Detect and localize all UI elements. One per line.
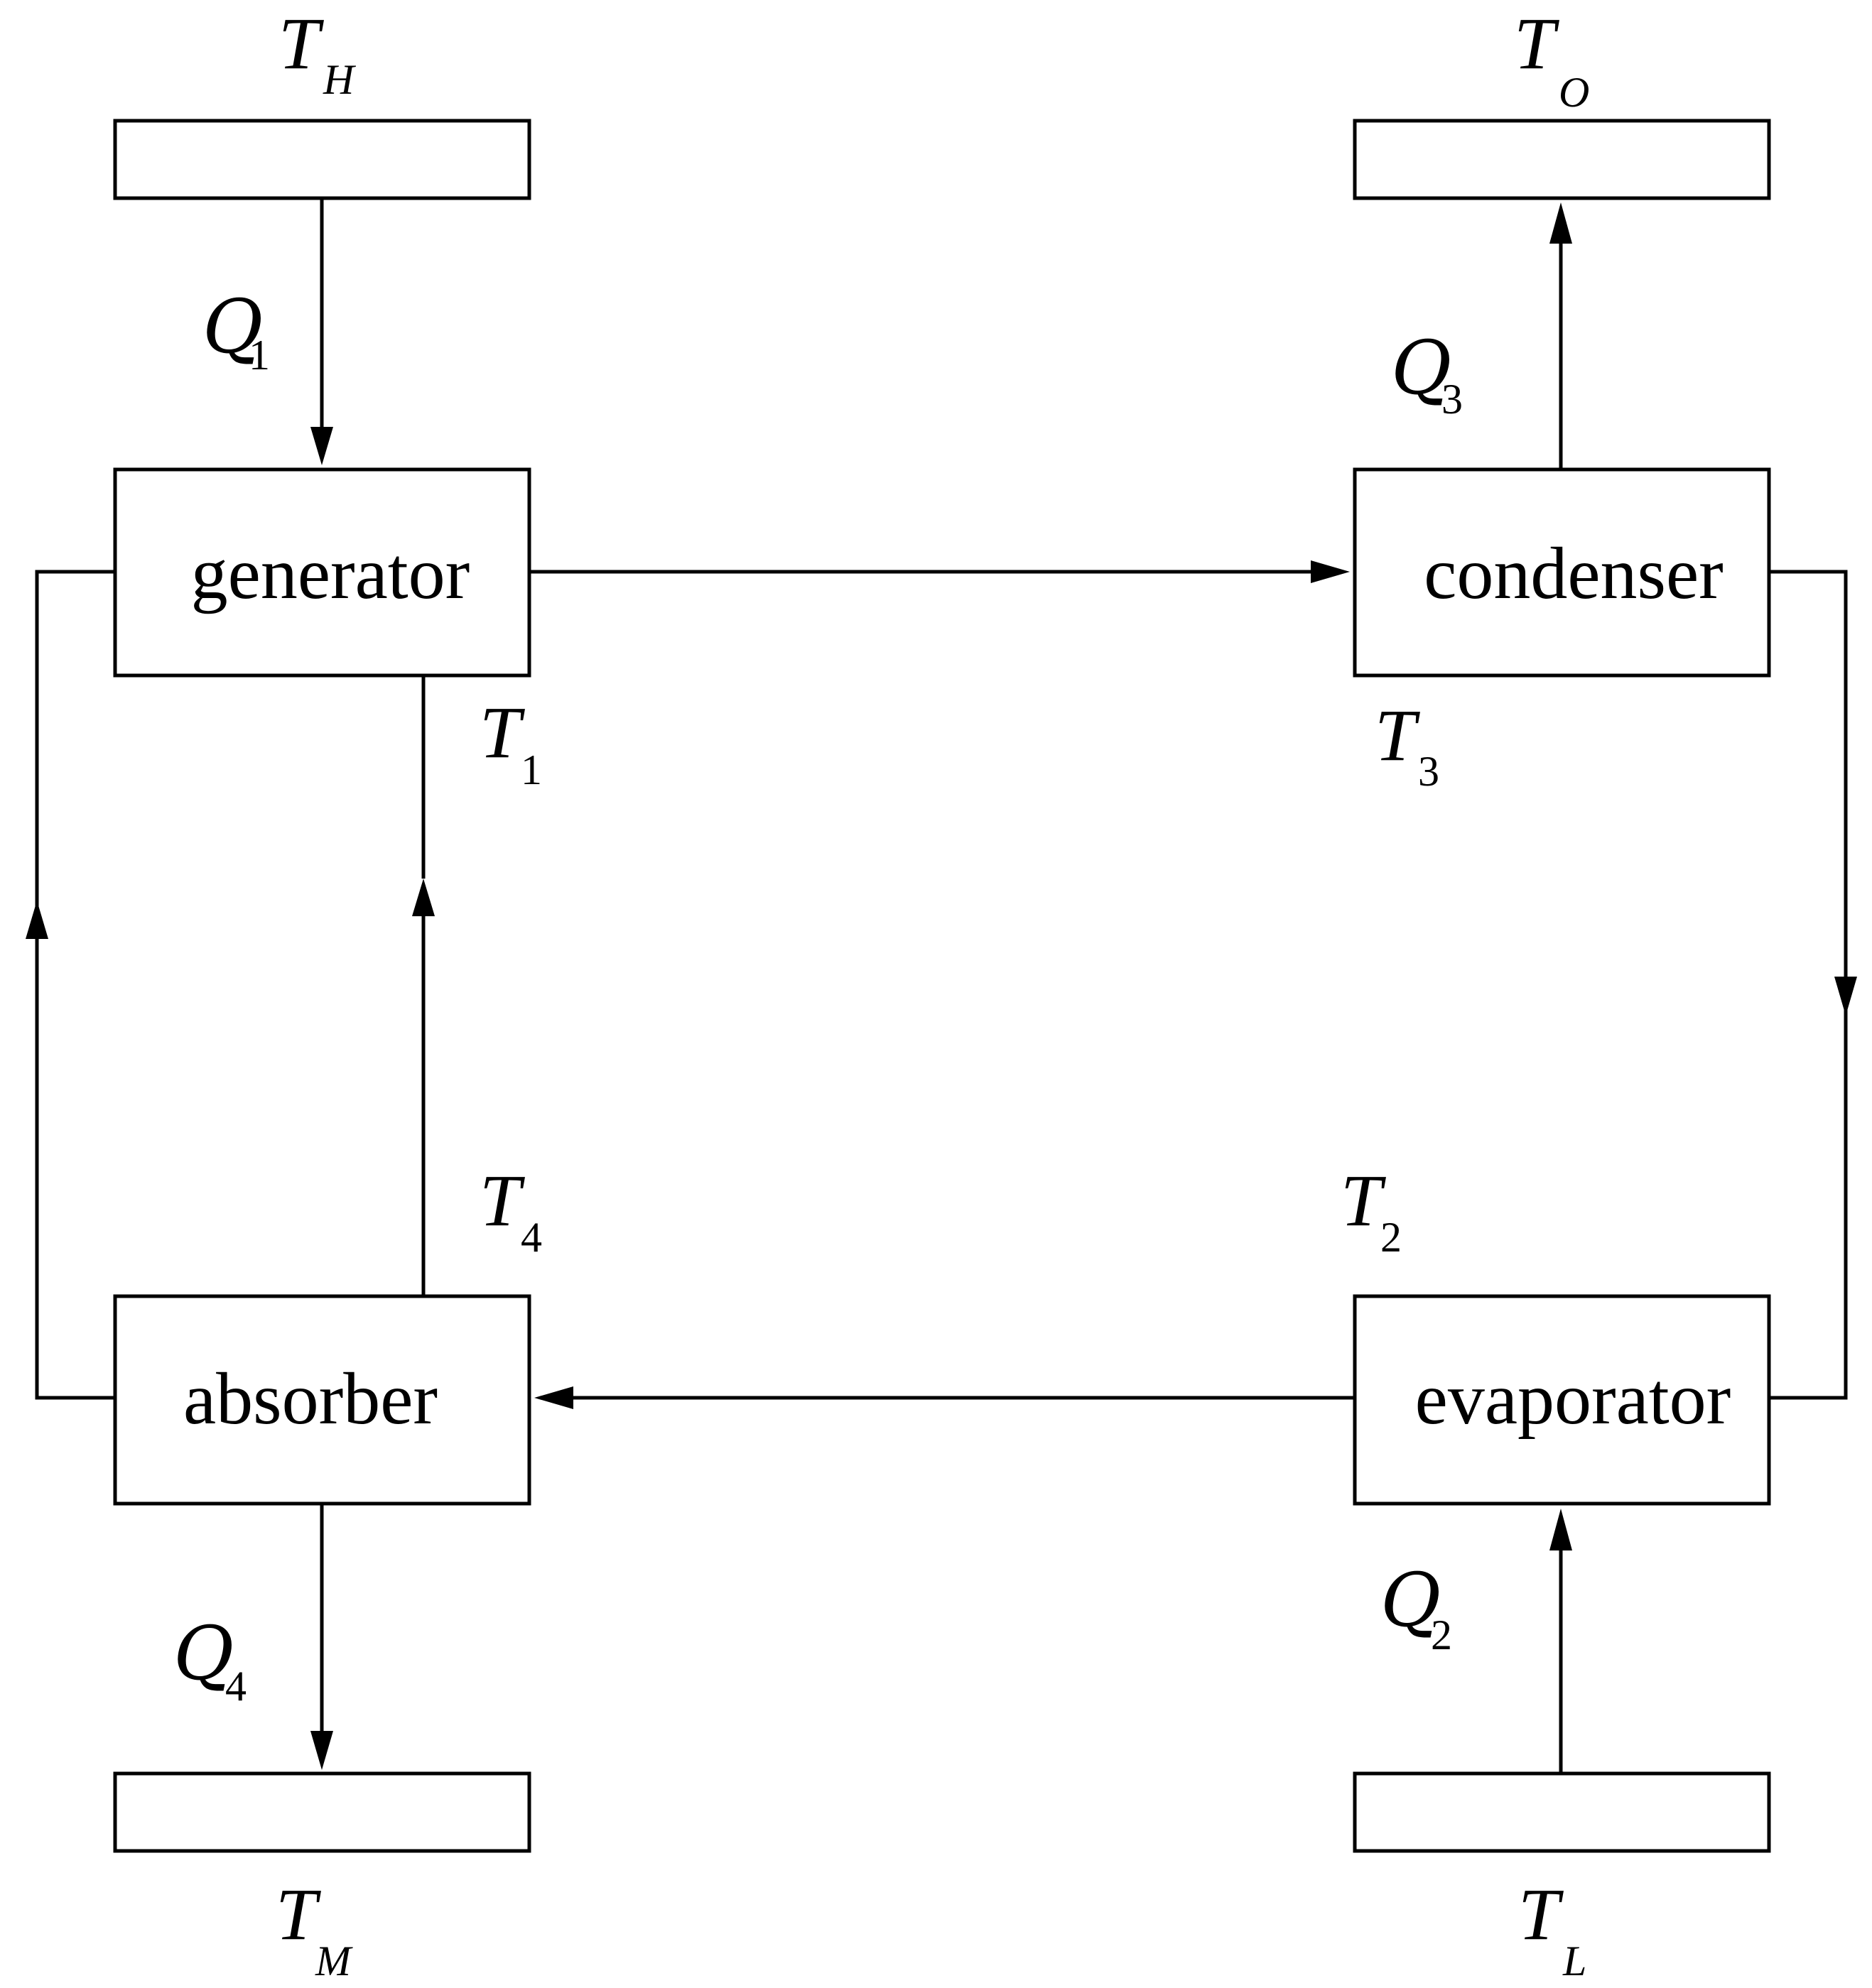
reservoir-medium-box bbox=[113, 1771, 531, 1853]
label-t-h: T H bbox=[278, 3, 357, 103]
q2-arrowhead bbox=[1549, 1509, 1572, 1550]
svg-text:H: H bbox=[323, 56, 357, 103]
left-loop-line bbox=[35, 570, 115, 1400]
absorber-to-generator-arrowhead bbox=[412, 879, 435, 916]
condenser-to-evaporator-line bbox=[1769, 570, 1848, 1400]
svg-text:L: L bbox=[1562, 1938, 1586, 1984]
evaporator-to-absorber-arrowhead bbox=[534, 1386, 573, 1409]
label-t-o: T O bbox=[1514, 3, 1589, 116]
left-loop-arrowhead bbox=[26, 901, 48, 939]
label-t-l: T L bbox=[1518, 1874, 1586, 1984]
q1-arrowhead bbox=[310, 427, 333, 465]
svg-text:Q: Q bbox=[202, 283, 263, 370]
condenser-to-evaporator-arrowhead bbox=[1834, 977, 1857, 1016]
svg-text:4: 4 bbox=[521, 1214, 542, 1261]
label-q3: Q 3 bbox=[1391, 325, 1463, 423]
svg-text:T: T bbox=[480, 1160, 525, 1242]
svg-text:T: T bbox=[276, 1874, 321, 1955]
svg-text:Q: Q bbox=[1391, 325, 1451, 411]
reservoir-out-box bbox=[1353, 119, 1771, 200]
svg-text:1: 1 bbox=[249, 332, 270, 379]
reservoir-high-box bbox=[113, 119, 531, 200]
label-q2: Q 2 bbox=[1380, 1557, 1452, 1658]
generator-box bbox=[113, 467, 531, 678]
svg-text:4: 4 bbox=[225, 1663, 247, 1710]
svg-text:Q: Q bbox=[1380, 1557, 1441, 1644]
condenser-label: condenser bbox=[1424, 533, 1724, 614]
evaporator-box bbox=[1353, 1294, 1771, 1506]
svg-text:1: 1 bbox=[521, 746, 542, 793]
absorber-label: absorber bbox=[183, 1358, 438, 1440]
svg-text:3: 3 bbox=[1441, 376, 1463, 423]
svg-text:2: 2 bbox=[1380, 1214, 1402, 1261]
label-q1: Q 1 bbox=[202, 283, 270, 379]
svg-text:T: T bbox=[480, 692, 525, 773]
label-t4: T 4 bbox=[480, 1160, 542, 1261]
label-t-m: T M bbox=[276, 1874, 353, 1984]
label-t3: T 3 bbox=[1375, 695, 1439, 795]
q4-arrowhead bbox=[310, 1731, 333, 1770]
label-t1: T 1 bbox=[480, 692, 542, 793]
reservoir-low-box bbox=[1353, 1771, 1771, 1853]
svg-text:T: T bbox=[1518, 1874, 1564, 1955]
generator-label: generator bbox=[191, 533, 470, 614]
label-q4: Q 4 bbox=[173, 1610, 247, 1710]
svg-text:3: 3 bbox=[1418, 748, 1439, 795]
condenser-box bbox=[1353, 467, 1771, 678]
svg-text:M: M bbox=[315, 1938, 353, 1984]
svg-text:T: T bbox=[1375, 695, 1420, 776]
svg-text:2: 2 bbox=[1431, 1612, 1452, 1658]
generator-to-condenser-arrowhead bbox=[1311, 560, 1350, 583]
svg-text:T: T bbox=[1341, 1160, 1386, 1242]
svg-text:T: T bbox=[1514, 3, 1559, 85]
svg-text:Q: Q bbox=[173, 1610, 234, 1697]
absorber-box bbox=[113, 1294, 531, 1506]
svg-text:O: O bbox=[1559, 69, 1589, 116]
q3-arrowhead bbox=[1549, 202, 1572, 244]
evaporator-label: evaporator bbox=[1415, 1358, 1731, 1440]
label-t2: T 2 bbox=[1341, 1160, 1402, 1261]
svg-text:T: T bbox=[278, 3, 324, 85]
